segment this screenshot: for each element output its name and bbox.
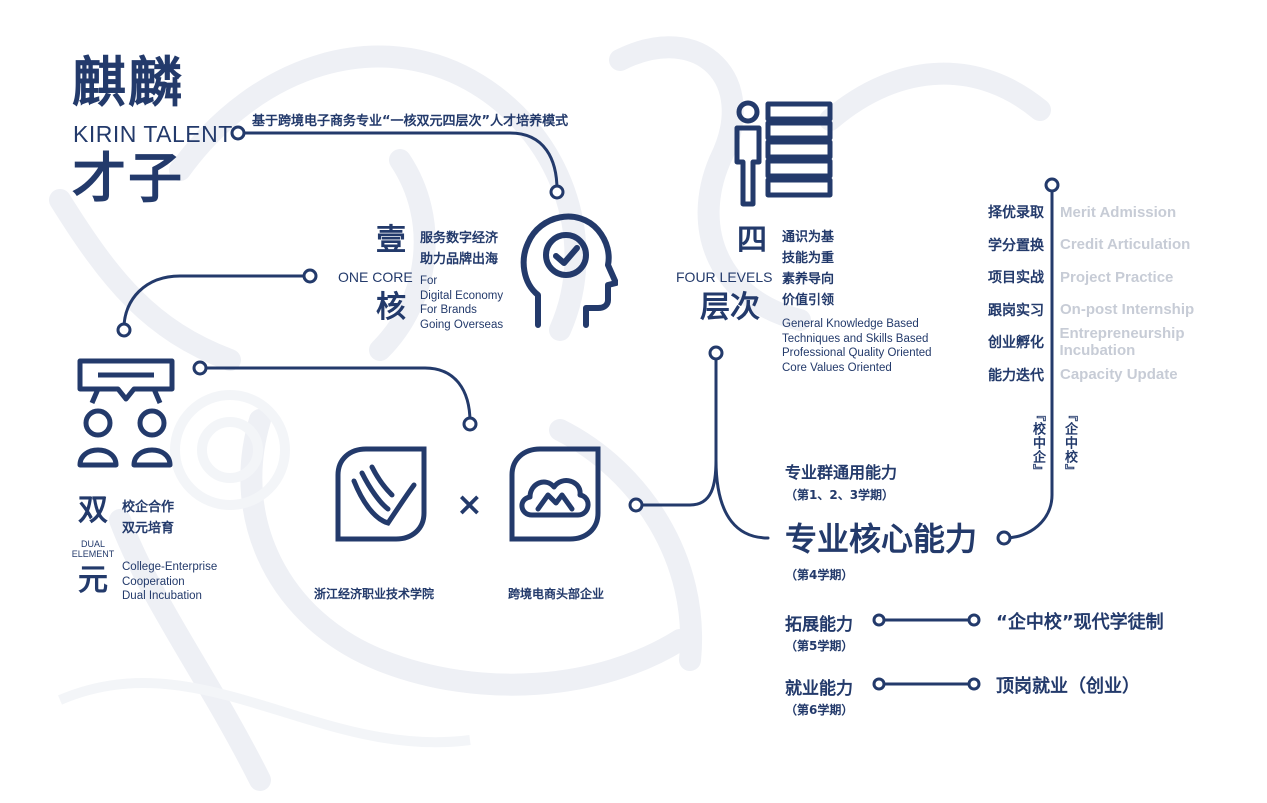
- core-char2: 核: [376, 290, 406, 325]
- times-sign: ×: [456, 485, 483, 523]
- list-item: 项目实战 Project Practice: [988, 268, 1174, 287]
- dual-cn-text: 校企合作 双元培育: [122, 500, 175, 536]
- vertical-label-college-enterprise: 『校中企』: [1030, 408, 1045, 478]
- list-item: 跟岗实习 On-post Internship: [988, 301, 1195, 319]
- title-line2: 才子: [72, 147, 184, 210]
- ability-core-title: 专业核心能力: [785, 520, 978, 558]
- head-check-icon: [520, 213, 618, 328]
- mode-caption: 基于跨境电子商务专业“一核双元四层次”人才培养模式: [252, 114, 569, 129]
- ability-extend-title: 拓展能力: [785, 615, 853, 635]
- dual-char2: 元: [78, 563, 108, 598]
- vertical-label-enterprise-college: 『企中校』: [1062, 408, 1077, 478]
- ability-extend-result: “企中校”现代学徒制: [996, 612, 1164, 633]
- ability-general-title: 专业群通用能力: [785, 463, 898, 482]
- ability-general-term: （第1、2、3学期）: [785, 488, 895, 502]
- dual-char1: 双: [78, 493, 108, 528]
- steps-list: 择优录取 Merit Admission 学分置换 Credit Articul…: [988, 196, 1263, 391]
- core-en-label: ONE CORE: [338, 269, 413, 285]
- dual-en-text: College-Enterprise Cooperation Dual Incu…: [122, 561, 218, 602]
- list-item: 能力迭代 Capacity Update: [988, 366, 1178, 384]
- enterprise-name: 跨境电商头部企业: [508, 587, 605, 601]
- list-item: 择优录取 Merit Admission: [988, 203, 1177, 222]
- levels-char2: 层次: [700, 290, 760, 325]
- core-char1: 壹: [376, 223, 406, 258]
- core-cn-text: 服务数字经济 助力品牌出海: [420, 231, 499, 267]
- ability-employ-result: 顶岗就业（创业）: [996, 676, 1140, 697]
- enterprise-cloud-icon: [509, 446, 601, 542]
- ability-core-term: （第4学期）: [785, 568, 854, 582]
- list-item: 学分置换 Credit Articulation: [988, 236, 1191, 254]
- ability-employ-term: （第6学期）: [785, 703, 854, 717]
- ability-extend-term: （第5学期）: [785, 639, 854, 653]
- levels-cn-text: 通识为基 技能为重 素养导向 价值引领: [782, 230, 835, 308]
- college-logo-icon: [335, 446, 427, 542]
- core-en-text: For Digital Economy For Brands Going Ove…: [420, 275, 504, 331]
- title-line1: 麒麟: [72, 51, 184, 114]
- person-levels-icon: [734, 100, 833, 207]
- college-name: 浙江经济职业技术学院: [314, 587, 435, 601]
- levels-en-text: General Knowledge Based Techniques and S…: [782, 318, 932, 374]
- ability-employ-title: 就业能力: [785, 679, 853, 699]
- levels-en-label: FOUR LEVELS: [676, 269, 773, 285]
- levels-char1: 四: [737, 223, 767, 258]
- dual-en-label: DUAL ELEMENT: [71, 539, 115, 559]
- audience-icon: [77, 358, 175, 468]
- list-item: 创业孵化 Entrepreneurship Incubation: [988, 325, 1185, 360]
- title-en: KIRIN TALENT: [73, 121, 233, 147]
